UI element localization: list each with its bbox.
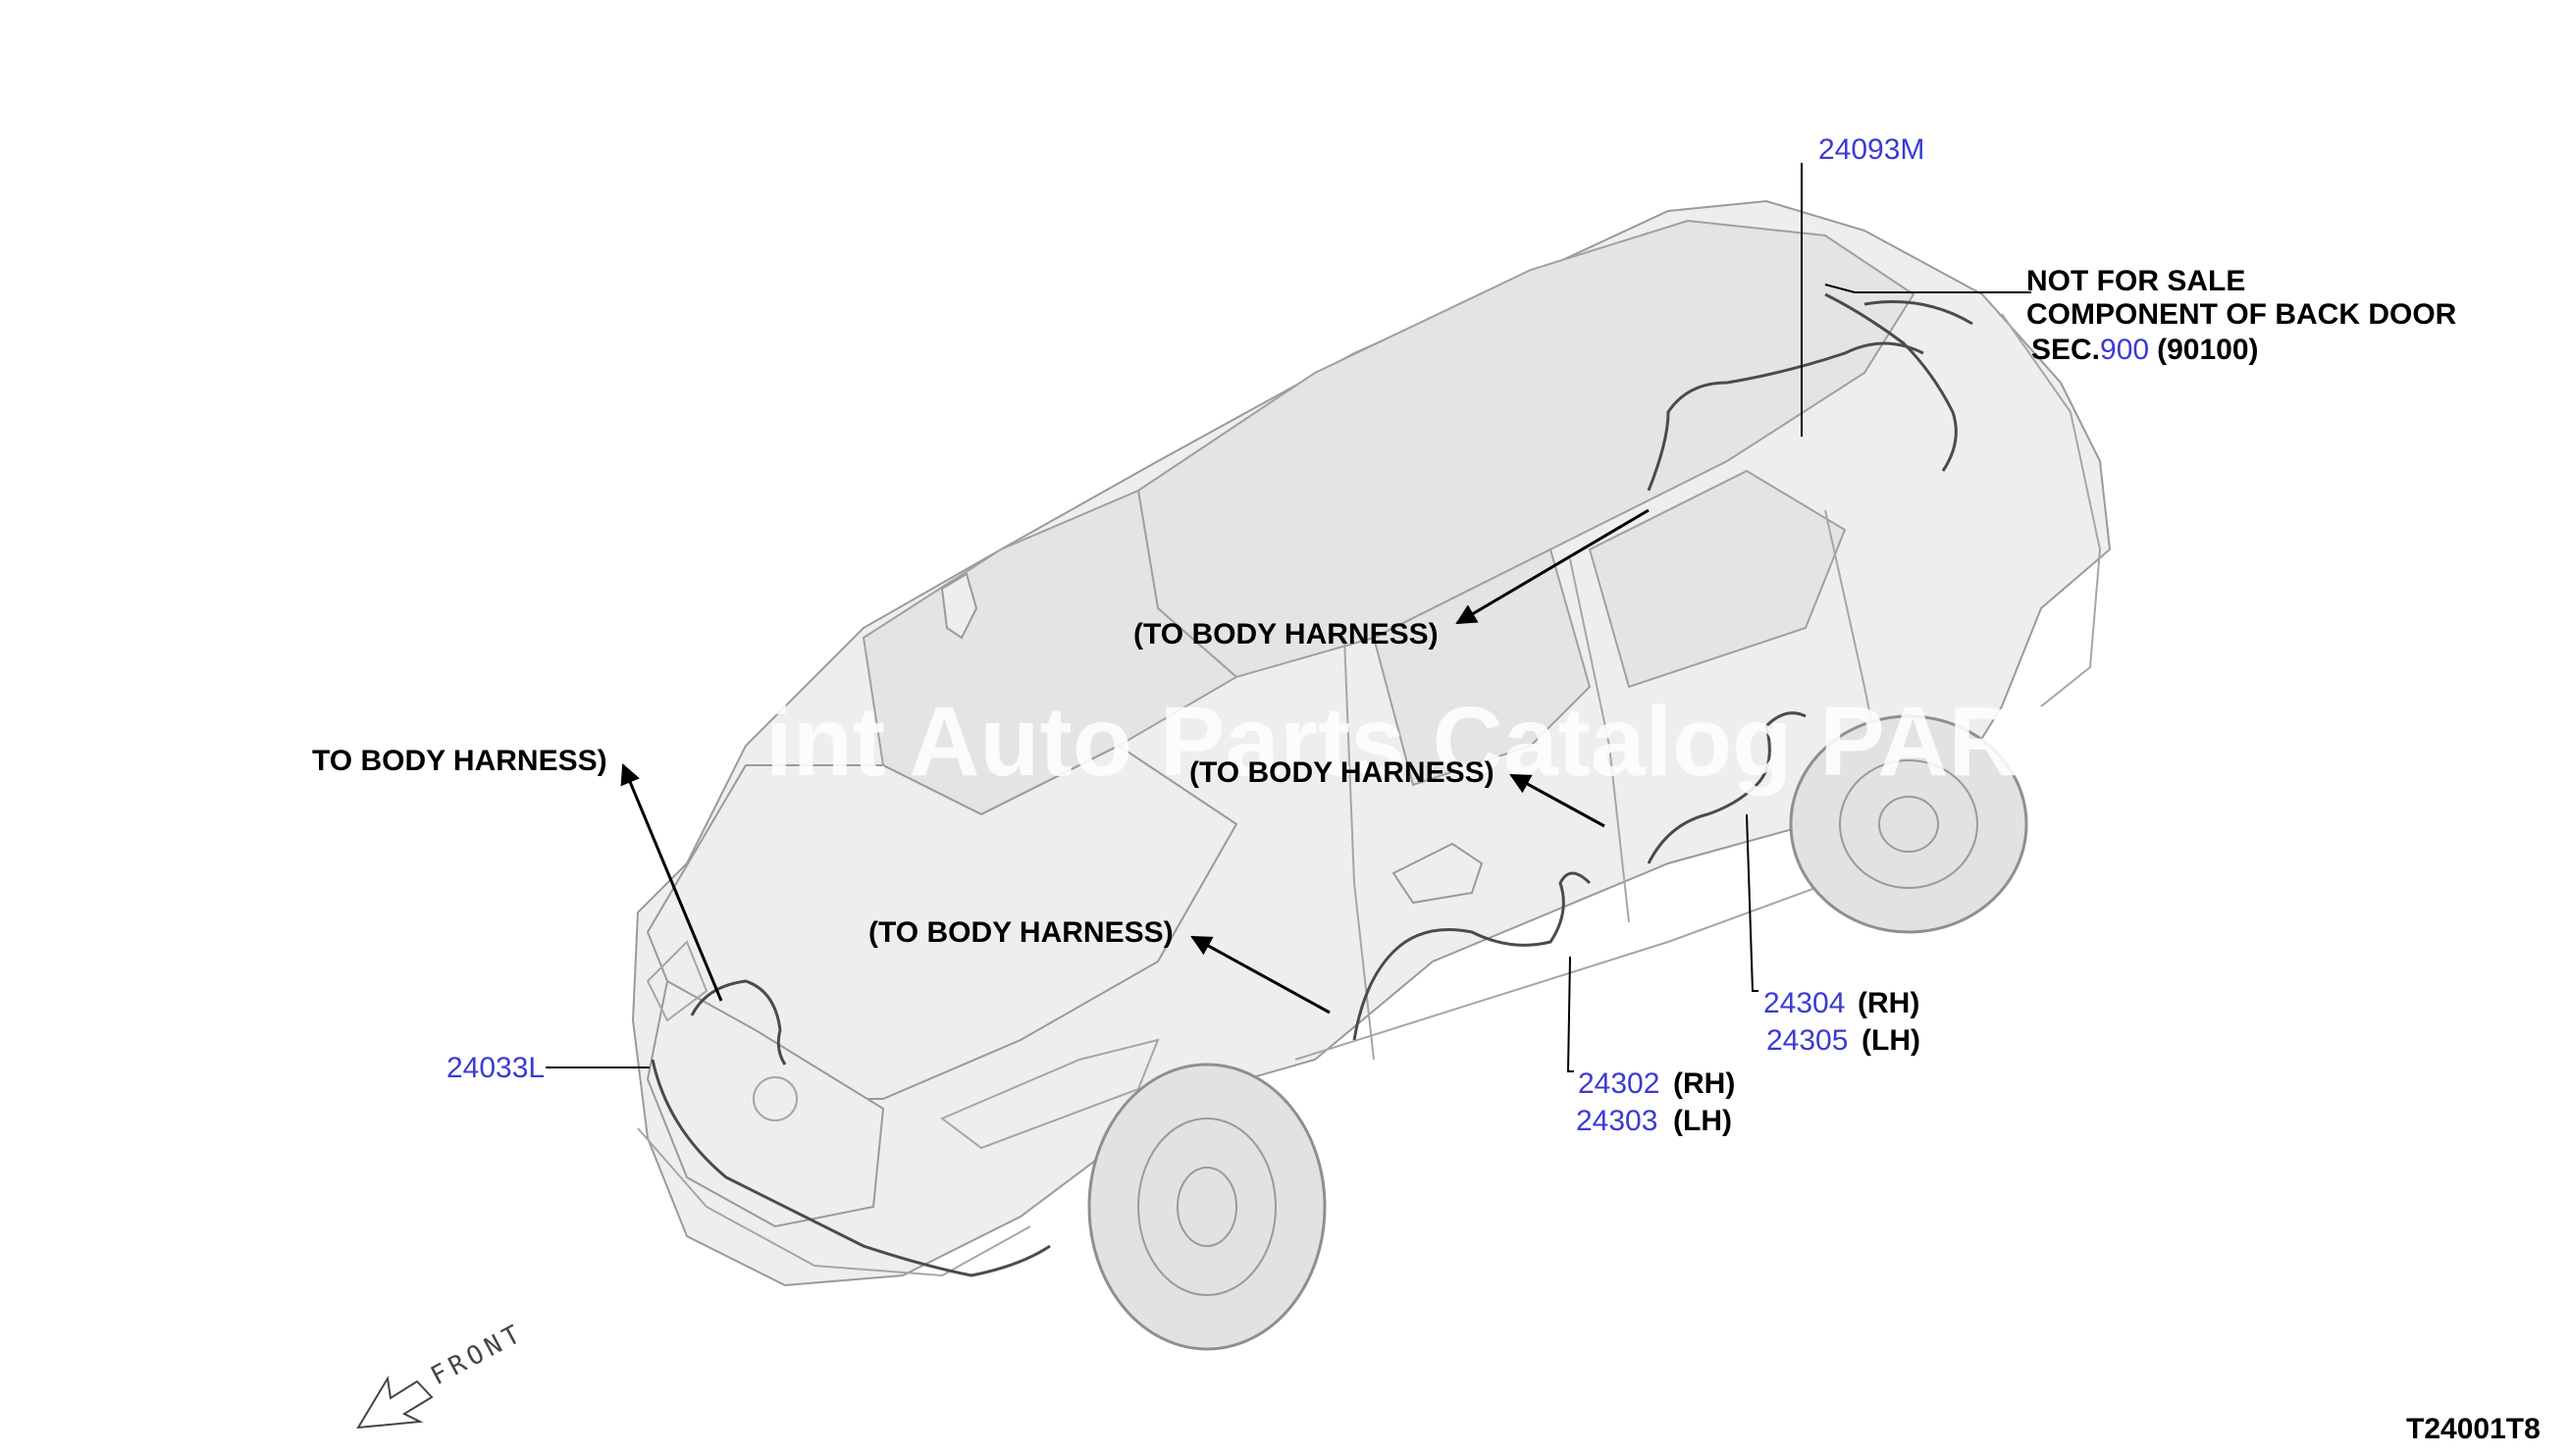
- label-to-body-harness-center: (TO BODY HARNESS): [1189, 756, 1495, 789]
- door-seam-middle: [1569, 558, 1630, 923]
- label-to-body-harness-left: TO BODY HARNESS): [312, 745, 607, 777]
- label-to-body-harness-top: (TO BODY HARNESS): [1133, 618, 1439, 650]
- diagram-code: T24001T8: [2406, 1413, 2541, 1445]
- door-seam-front: [1343, 637, 1375, 1061]
- vehicle-side-window-rear: [1588, 469, 1847, 689]
- label-24305-side: (LH): [1862, 1024, 1920, 1057]
- arrow-to-body-harness-top: [1455, 508, 1650, 625]
- watermark-text: int Auto Parts Catalog PARTS7: [765, 687, 2199, 797]
- callout-labels: (TO BODY HARNESS) TO BODY HARNESS) (TO B…: [312, 133, 2457, 1137]
- front-bumper: [637, 1127, 1031, 1277]
- vehicle-side-window-front: [1372, 547, 1592, 787]
- label-sec-reference: SEC.900(90100): [2031, 334, 2259, 366]
- harness-routing: [651, 292, 1973, 1277]
- front-arrow-icon: [356, 1376, 434, 1430]
- side-mirror-left: [940, 572, 978, 640]
- vehicle-illustration: [631, 199, 2112, 1351]
- leader-not-for-sale: [1824, 284, 2031, 293]
- label-component-of-back-door: COMPONENT OF BACK DOOR: [2026, 298, 2457, 331]
- harness-front-door: [1352, 871, 1592, 1041]
- sec-number-link[interactable]: 900: [2100, 334, 2149, 366]
- front-wheel: [1087, 1063, 1327, 1351]
- headlamp-left: [646, 940, 708, 1022]
- front-label: FRONT: [426, 1318, 529, 1391]
- rear-tail: [2001, 313, 2102, 707]
- label-24302-side: (RH): [1673, 1067, 1735, 1100]
- part-link-24093m[interactable]: 24093M: [1818, 133, 1924, 166]
- harness-engine-room: [690, 979, 787, 1066]
- harness-arrows: [620, 508, 1650, 1014]
- leader-24302: [1566, 956, 1574, 1072]
- sec-suffix: (90100): [2157, 334, 2258, 366]
- arrow-to-body-harness-left: [620, 763, 723, 1002]
- label-not-for-sale: NOT FOR SALE: [2026, 265, 2245, 297]
- harness-roof: [1647, 341, 1924, 492]
- label-24303-side: (LH): [1673, 1105, 1732, 1137]
- headlamp-right: [940, 1038, 1160, 1150]
- harness-back-door: [1824, 292, 1973, 472]
- rear-wheel: [1789, 714, 2028, 934]
- arrow-to-body-harness-center: [1509, 773, 1605, 828]
- part-link-24305[interactable]: 24305: [1766, 1024, 1848, 1057]
- label-to-body-harness-lower: (TO BODY HARNESS): [868, 916, 1174, 949]
- leader-lines: [546, 163, 2031, 1072]
- part-link-24033l[interactable]: 24033L: [446, 1052, 545, 1084]
- front-direction-indicator: FRONT: [356, 1318, 529, 1430]
- part-link-24302[interactable]: 24302: [1578, 1067, 1659, 1100]
- harness-rear-door: [1647, 711, 1807, 864]
- vehicle-emblem: [753, 1076, 798, 1121]
- part-link-24303[interactable]: 24303: [1576, 1105, 1657, 1137]
- vehicle-grille: [646, 979, 885, 1228]
- part-link-24304[interactable]: 24304: [1763, 987, 1845, 1019]
- leader-24304: [1746, 813, 1758, 992]
- harness-front-bumper: [651, 1059, 1051, 1277]
- label-24304-side: (RH): [1858, 987, 1919, 1019]
- arrow-to-body-harness-lower: [1190, 935, 1331, 1014]
- side-mirror: [1391, 842, 1484, 905]
- sec-prefix: SEC.: [2031, 334, 2100, 366]
